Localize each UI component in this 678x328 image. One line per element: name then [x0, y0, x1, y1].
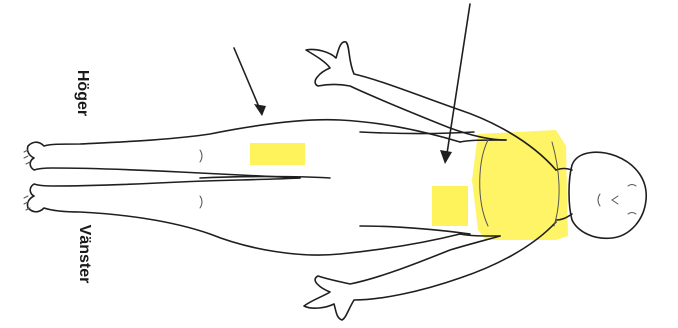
- left-knee: [200, 196, 202, 208]
- annotation-arrows: [234, 4, 470, 164]
- right-thigh-highlight: [250, 143, 305, 165]
- leg-divider: [200, 177, 330, 179]
- right-forearm-inner: [360, 132, 474, 134]
- right-knee: [200, 150, 202, 162]
- arrow-to-right-leg-head: [254, 104, 266, 116]
- arrow-to-hip: [446, 4, 470, 160]
- arrow-to-hip-head: [440, 150, 452, 164]
- right-leg-outline: [27, 120, 460, 178]
- left-forearm-inner: [360, 226, 470, 234]
- eye-right: [628, 185, 636, 187]
- arrow-to-right-leg: [234, 48, 262, 114]
- left-side-label: Vänster: [75, 214, 93, 294]
- highlight-regions: [250, 130, 568, 240]
- left-hip-highlight: [432, 186, 468, 226]
- nose: [612, 196, 618, 204]
- right-side-label: Höger: [73, 63, 91, 123]
- mouth: [598, 194, 600, 206]
- eye-left: [628, 213, 636, 215]
- left-foot-toes: [24, 196, 30, 210]
- right-foot-toes: [24, 150, 30, 164]
- head-outline: [569, 152, 646, 238]
